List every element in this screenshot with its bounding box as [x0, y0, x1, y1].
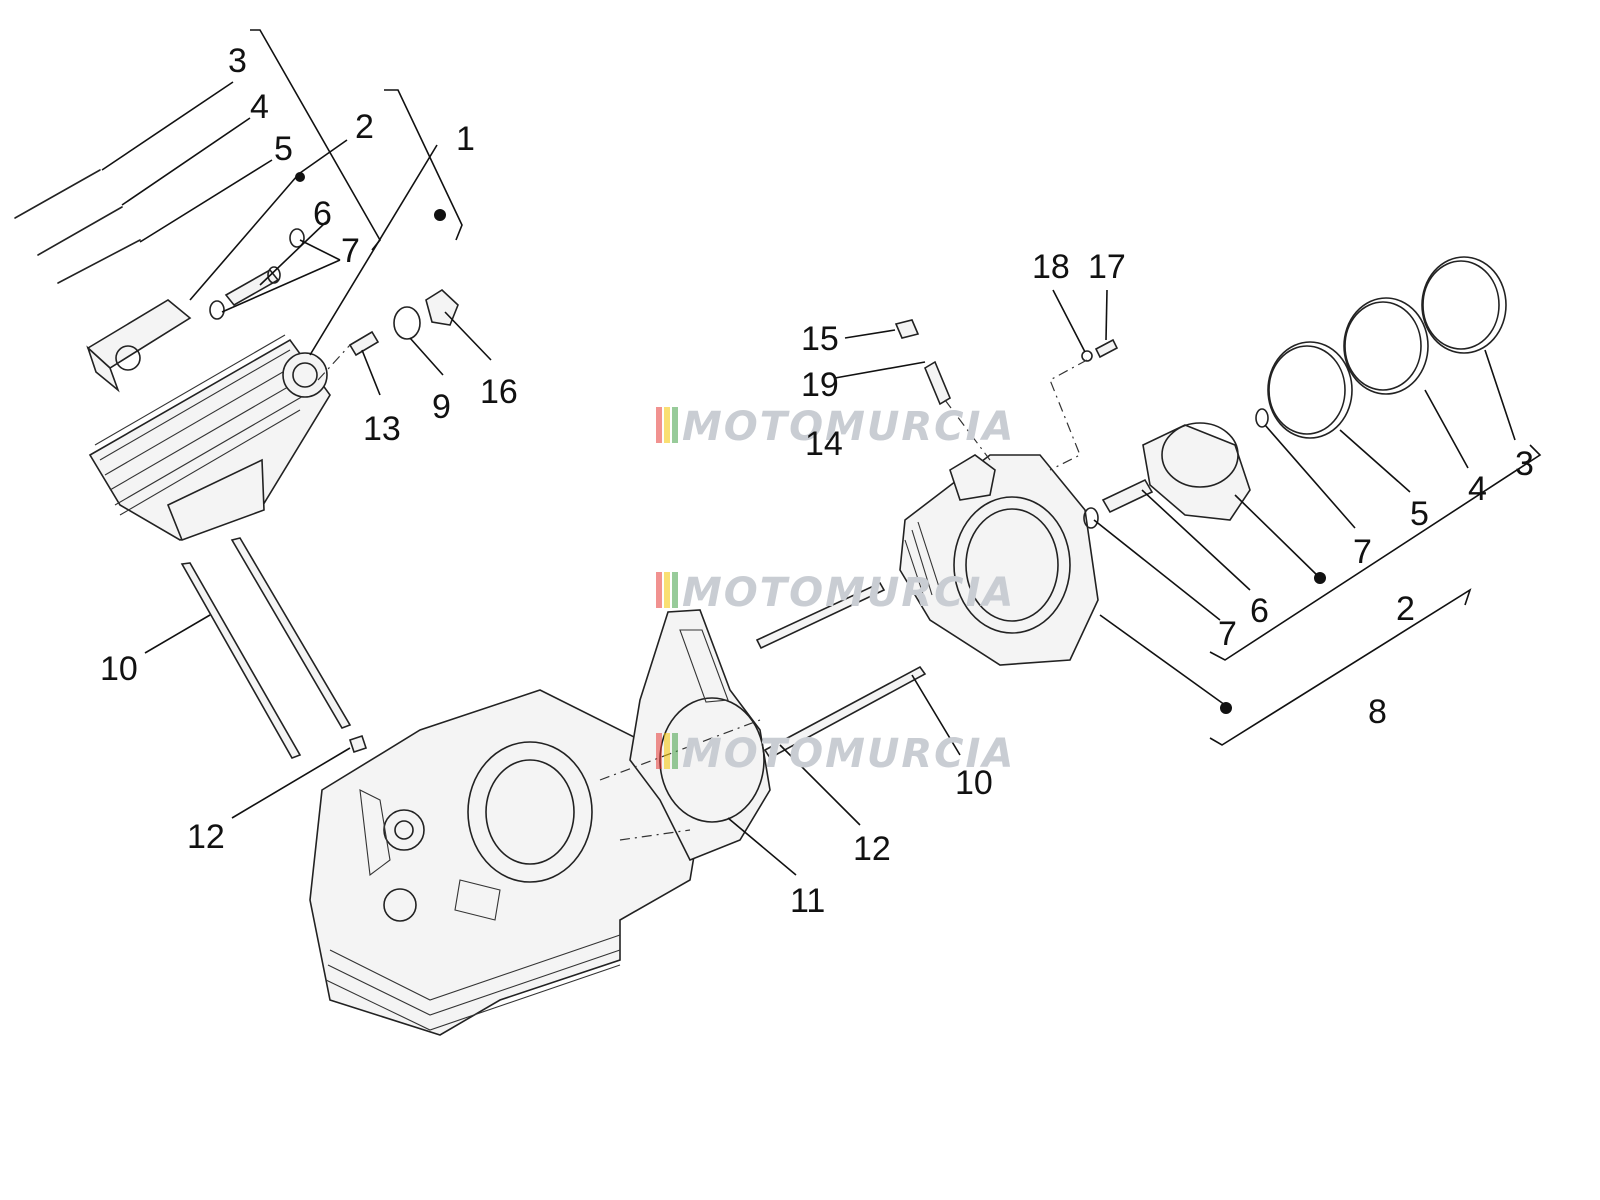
middle-stud-bolts: [755, 581, 927, 760]
leader-lines: [101, 29, 1542, 876]
label-3-right: 3: [1515, 445, 1534, 483]
left-cylinder: [88, 334, 331, 542]
label-17: 17: [1088, 248, 1126, 286]
watermark-text-3: MOTOMURCIA: [682, 731, 1015, 777]
label-5-top: 5: [274, 130, 293, 168]
right-cylinder: [899, 454, 1099, 666]
left-stud-bolts: [180, 537, 368, 759]
label-12-left: 12: [187, 818, 225, 856]
watermark-motomurcia-1: MOTOMURCIA: [656, 404, 1015, 450]
label-10-left: 10: [100, 650, 138, 688]
watermark-motomurcia-2: MOTOMURCIA: [656, 570, 1015, 616]
label-9: 9: [432, 388, 451, 426]
label-6-right: 6: [1250, 592, 1269, 630]
cylinder-base-gasket: [629, 609, 771, 862]
label-4-top: 4: [250, 88, 269, 126]
label-7-right-lower: 7: [1218, 615, 1237, 653]
label-15: 15: [801, 320, 839, 358]
label-2-top: 2: [355, 108, 374, 146]
label-11: 11: [790, 882, 825, 920]
label-8: 8: [1368, 693, 1387, 731]
right-piston-rings: [1267, 256, 1507, 439]
left-piston-rings: [14, 169, 141, 284]
crankcase: [309, 689, 701, 1036]
label-3-top: 3: [228, 42, 247, 80]
label-2-right: 2: [1396, 590, 1415, 628]
right-piston-pin: [1083, 408, 1269, 529]
label-14: 14: [805, 425, 843, 463]
label-10-mid: 10: [955, 764, 993, 802]
left-piston: [86, 299, 192, 393]
assembly-center-lines: [317, 344, 1088, 841]
right-piston: [1142, 422, 1251, 521]
label-7-top: 7: [341, 232, 360, 270]
label-5-right: 5: [1410, 495, 1429, 533]
small-parts-cluster: [894, 319, 1119, 406]
watermark-text-1: MOTOMURCIA: [682, 404, 1015, 450]
label-13: 13: [363, 410, 401, 448]
label-16: 16: [480, 373, 518, 411]
label-6-top: 6: [313, 195, 332, 233]
label-18: 18: [1032, 248, 1070, 286]
label-19: 19: [801, 366, 839, 404]
watermark-motomurcia-3: MOTOMURCIA: [656, 731, 1015, 777]
label-12-mid: 12: [853, 830, 891, 868]
left-piston-pin: [209, 228, 305, 320]
left-small-parts: [348, 288, 459, 357]
label-4-right: 4: [1468, 470, 1487, 508]
label-7-right-upper: 7: [1353, 533, 1372, 571]
part-labels: 3 4 5 2 1 6 7 13 9 16 10 12 15 19 14 18 …: [100, 42, 1534, 920]
label-1: 1: [456, 120, 475, 158]
watermark-text-2: MOTOMURCIA: [682, 570, 1015, 616]
assembly-dots: [295, 172, 1326, 714]
